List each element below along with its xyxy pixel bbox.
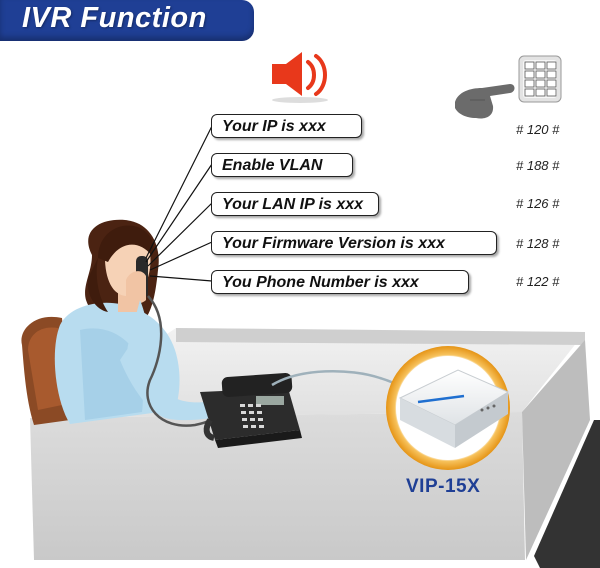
speaker-icon	[272, 52, 328, 103]
title-banner: IVR Function	[0, 0, 254, 41]
woman-on-phone	[54, 219, 242, 424]
message-ip: Your IP is xxx	[211, 114, 362, 138]
message-lan-ip: Your LAN IP is xxx	[211, 192, 379, 216]
code-lan-ip: # 126 #	[516, 196, 560, 211]
speech-lines	[145, 125, 213, 282]
desk-telephone	[200, 372, 302, 448]
message-phone-number: You Phone Number is xxx	[211, 270, 469, 294]
message-vlan: Enable VLAN	[211, 153, 353, 177]
vip-15x-device	[386, 346, 510, 470]
code-firmware: # 128 #	[516, 236, 560, 251]
keypad-icon	[518, 55, 562, 103]
page-title: IVR Function	[22, 2, 207, 34]
pointing-hand-icon	[455, 84, 515, 119]
code-vlan: # 188 #	[516, 158, 560, 173]
message-firmware: Your Firmware Version is xxx	[211, 231, 497, 255]
device-label: VIP-15X	[406, 476, 481, 497]
code-ip: # 120 #	[516, 122, 560, 137]
code-phone-number: # 122 #	[516, 274, 560, 289]
